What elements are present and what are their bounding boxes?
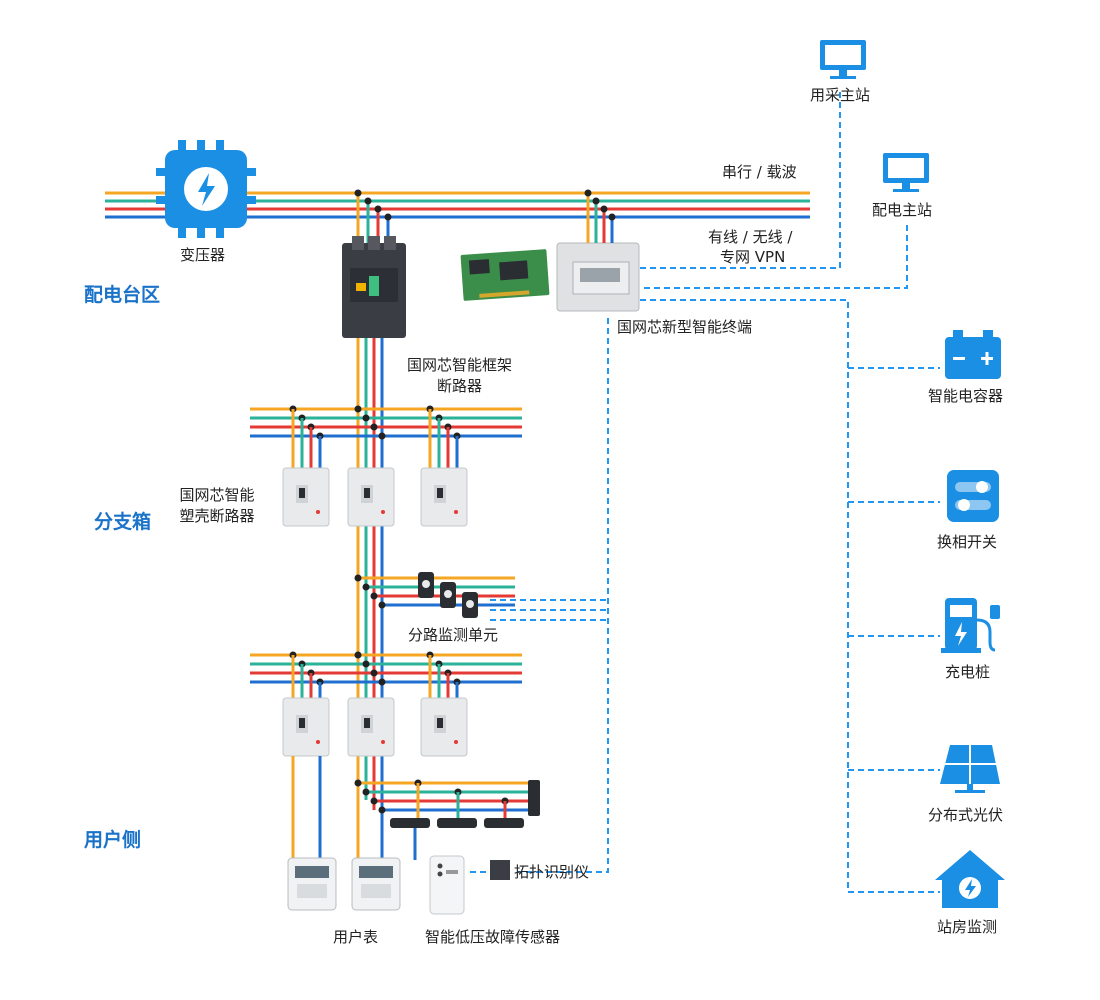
battery-icon <box>945 330 1001 379</box>
section-user-side: 用户侧 <box>84 829 142 851</box>
branch-bus-upper <box>250 407 522 438</box>
frame-breaker-label-2: 断路器 <box>436 377 482 395</box>
serial-carrier-label: 串行 / 载波 <box>722 163 797 181</box>
capacitor-label: 智能电容器 <box>928 387 1004 405</box>
monitor-icon <box>883 153 929 192</box>
distribution-master-label: 配电主站 <box>872 201 933 219</box>
station-monitor-label: 站房监测 <box>937 918 998 936</box>
wired-label-1: 有线 / 无线 / <box>708 228 793 246</box>
user-bus <box>358 781 540 812</box>
frame-breaker-label-1: 国网芯智能框架 <box>406 356 512 374</box>
trunk <box>356 338 384 900</box>
topology-identifier <box>490 860 510 880</box>
user-meters <box>287 857 401 911</box>
branch-monitor-clamps <box>418 572 478 618</box>
topology-identifier-label: 拓扑识别仪 <box>514 863 590 881</box>
junction-dots <box>354 189 392 221</box>
charging-pile-icon <box>941 598 1000 653</box>
fault-sensor <box>429 855 465 915</box>
section-distribution-area: 配电台区 <box>84 284 161 306</box>
phase-switch-label: 换相开关 <box>937 533 998 551</box>
smart-terminal-label: 国网芯新型智能终端 <box>617 318 753 336</box>
molded-breaker-label-2: 塑壳断路器 <box>179 507 255 525</box>
circuit-board <box>460 249 550 301</box>
fault-sensor-label: 智能低压故障传感器 <box>425 928 561 946</box>
user-clamps <box>390 780 540 828</box>
solar-panel-icon <box>940 745 1000 793</box>
molded-breakers-upper <box>282 467 468 527</box>
collection-master-label: 用采主站 <box>810 86 871 104</box>
transformer-label: 变压器 <box>180 246 226 264</box>
photovoltaic-label: 分布式光伏 <box>928 806 1004 824</box>
wired-label-2: 专网 VPN <box>720 248 786 266</box>
transformer-icon <box>156 140 256 238</box>
toggle-switch-icon <box>947 470 999 522</box>
user-meter-label: 用户表 <box>333 928 379 946</box>
monitor-icon <box>820 40 866 79</box>
molded-breaker-label-1: 国网芯智能 <box>179 486 255 504</box>
house-icon <box>935 850 1005 908</box>
comm-lines <box>470 92 940 893</box>
molded-breakers-lower <box>282 697 468 757</box>
section-branch-box: 分支箱 <box>94 511 152 533</box>
frame-breaker <box>342 236 406 338</box>
branch-monitor-label: 分路监测单元 <box>408 626 499 644</box>
smart-terminal <box>556 242 640 312</box>
branch-bus-lower <box>250 653 522 684</box>
charging-pile-label: 充电桩 <box>945 663 991 681</box>
